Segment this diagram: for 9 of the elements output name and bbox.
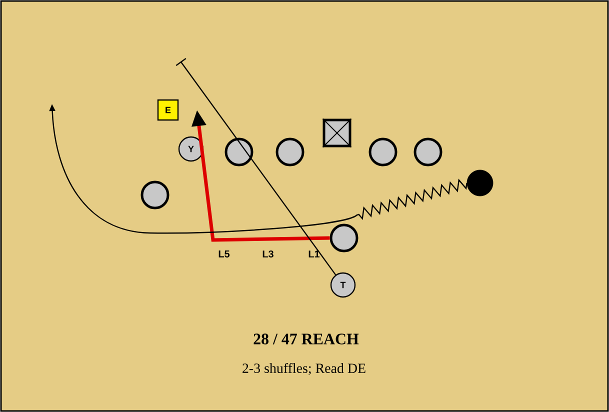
letter-box: E: [157, 99, 179, 121]
ball-dot: [466, 170, 494, 196]
center-box: [322, 118, 352, 148]
play-caption: 2-3 shuffles; Read DE: [242, 363, 366, 375]
landmark-label: L1: [308, 250, 320, 258]
landmark-label: L3: [262, 250, 274, 258]
play-title: 28 / 47 REACH: [254, 334, 359, 344]
block-line: [180, 62, 336, 276]
landmark-label: L5: [218, 250, 230, 258]
